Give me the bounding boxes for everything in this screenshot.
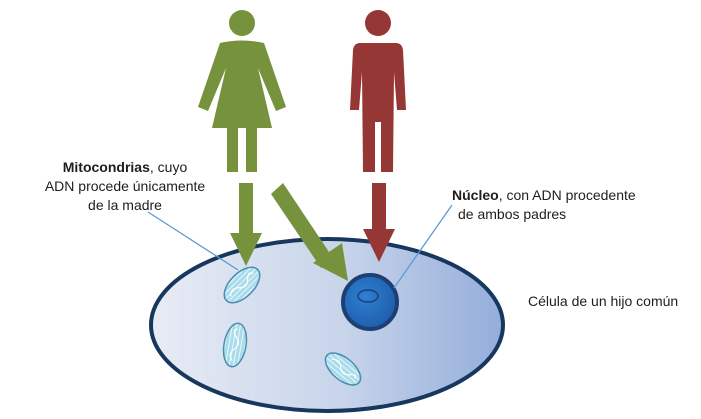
mother-arrow-to-nucleus bbox=[271, 183, 348, 281]
mitochondria-label-line3: de la madre bbox=[88, 197, 162, 213]
nucleus-label-line2: de ambos padres bbox=[458, 206, 567, 222]
mitochondria-label-line1-rest: , cuyo bbox=[149, 159, 188, 175]
nucleus-label: Núcleo, con ADN procedente de ambos padr… bbox=[452, 186, 682, 224]
woman-figure-icon bbox=[198, 10, 286, 172]
cell-label: Célula de un hijo común bbox=[528, 293, 679, 309]
nucleus-pointer-line bbox=[393, 204, 453, 289]
mitochondria-pointer-line bbox=[147, 211, 239, 271]
mitochondrion-3 bbox=[324, 352, 362, 386]
mitochondria-term: Mitocondrias bbox=[62, 159, 150, 175]
nucleus bbox=[341, 273, 399, 331]
mother-arrow-to-mitochondria bbox=[230, 183, 262, 266]
mitochondrion-1 bbox=[223, 266, 261, 304]
father-arrow-to-nucleus bbox=[363, 183, 395, 262]
mitochondrion-2 bbox=[222, 322, 248, 368]
mitochondria-label-line1: Mitocondrias, cuyo bbox=[26, 158, 224, 177]
mitochondria-label: Mitocondrias, cuyo ADN procede únicament… bbox=[26, 158, 224, 215]
nucleus-label-line1: Núcleo, con ADN procedente bbox=[452, 186, 682, 205]
nucleus-term: Núcleo bbox=[452, 187, 499, 203]
nucleus-label-line1-rest: , con ADN procedente bbox=[498, 187, 636, 203]
mitochondria-label-line2: ADN procede únicamente bbox=[44, 178, 206, 194]
man-figure-icon bbox=[350, 10, 406, 172]
